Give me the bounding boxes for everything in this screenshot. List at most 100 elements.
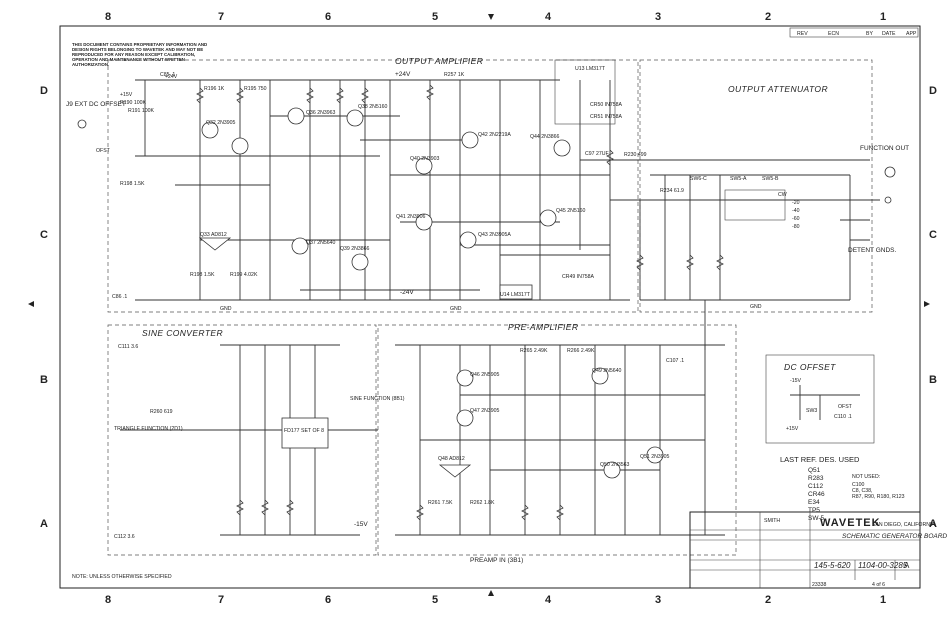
svg-text:B: B (929, 374, 937, 386)
zone-8: 8 (105, 11, 111, 23)
opamp-q48 (438, 464, 472, 478)
gnd-label-2: GND (450, 306, 462, 312)
zone-4: 4 (545, 11, 552, 23)
bottom-note: NOTE: UNLESS OTHERWISE SPECIFIED (72, 574, 172, 580)
supply-p24-label: +24V (395, 71, 411, 78)
svg-text:E34: E34 (808, 499, 820, 506)
svg-text:2: 2 (765, 594, 771, 606)
svg-text:Q39 2N3866: Q39 2N3866 (340, 246, 370, 252)
svg-text:C112: C112 (808, 483, 823, 490)
svg-text:Q46 2N5905: Q46 2N5905 (470, 372, 500, 378)
svg-text:R190 100K: R190 100K (120, 100, 146, 106)
svg-text:7: 7 (218, 594, 224, 606)
svg-text:-60: -60 (792, 216, 800, 222)
ofst-label: OFST (96, 148, 111, 154)
svg-text:R198 1.5K: R198 1.5K (190, 272, 215, 278)
svg-text:C85 .1: C85 .1 (160, 72, 175, 78)
resistor-symbols (196, 84, 724, 521)
zone-6: 6 (325, 11, 331, 23)
last-ref-designators: LAST REF. DES. USED Q51 R283 C112 CR46 E… (780, 455, 905, 522)
svg-text:C97 27UF: C97 27UF (585, 151, 609, 157)
svg-text:A: A (929, 518, 937, 530)
svg-text:CR51 IN758A: CR51 IN758A (590, 114, 623, 120)
output-attenuator-title: OUTPUT ATTENUATOR (728, 84, 828, 94)
supply-p15-label: +15V (120, 92, 133, 98)
svg-text:D: D (929, 85, 937, 97)
svg-text:3: 3 (655, 594, 661, 606)
sine-converter-title: SINE CONVERTER (142, 328, 223, 338)
svg-text:CW: CW (778, 192, 787, 198)
svg-text:-40: -40 (792, 208, 800, 214)
svg-text:5: 5 (432, 594, 438, 606)
svg-text:R260 619: R260 619 (150, 409, 173, 415)
zone-letters: D C B A D C B A (40, 85, 937, 530)
sine-function-label: SINE FUNCTION (8B1) (350, 396, 405, 402)
zone-3: 3 (655, 11, 661, 23)
svg-text:23338: 23338 (812, 582, 827, 588)
svg-text:BY: BY (866, 31, 873, 37)
zone-5: 5 (432, 11, 438, 23)
svg-text:C86 .1: C86 .1 (112, 294, 127, 300)
svg-text:A: A (40, 518, 48, 530)
j9-label: J9 EXT DC OFFSET (66, 101, 126, 108)
zone-7: 7 (218, 11, 224, 23)
preamp-in-label: PREAMP IN (3B1) (470, 557, 523, 564)
supply-n24-label: -24V (400, 289, 414, 296)
svg-text:TP5: TP5 (808, 507, 820, 514)
svg-text:ECN: ECN (828, 31, 839, 37)
svg-text:R265 2.49K: R265 2.49K (520, 348, 548, 354)
transistor-symbols (198, 107, 664, 479)
svg-text:R261 7.5K: R261 7.5K (428, 500, 453, 506)
svg-text:SW-5: SW-5 (808, 515, 825, 522)
wiring-dc-offset (790, 385, 860, 420)
svg-text:Q38 2N5160: Q38 2N5160 (358, 104, 388, 110)
svg-text:Q41 2N3906: Q41 2N3906 (396, 214, 426, 220)
svg-text:SMITH: SMITH (764, 518, 780, 524)
dc-offset-box (765, 354, 875, 444)
svg-text:Q49 2N5640: Q49 2N5640 (592, 368, 622, 374)
part-number: 145-5-620 (814, 561, 851, 570)
svg-text:R191 100K: R191 100K (128, 108, 154, 114)
svg-text:SW5-B: SW5-B (762, 176, 779, 182)
svg-text:Q33 AD812: Q33 AD812 (200, 232, 227, 238)
wiring-sine-converter (120, 344, 378, 536)
component-labels: J9 EXT DC OFFSET FUNCTION OUT TRIANGLE F… (66, 66, 909, 564)
company-name: WAVETEK (820, 517, 881, 529)
svg-text:Q50 2N3563: Q50 2N3563 (600, 462, 630, 468)
wiring-attenuator (639, 174, 870, 301)
svg-text:OFST: OFST (838, 404, 853, 410)
function-out-label: FUNCTION OUT (860, 145, 909, 152)
svg-text:C: C (40, 229, 48, 241)
svg-text:Q40 2N3903: Q40 2N3903 (410, 156, 440, 162)
sine-converter-box (107, 324, 377, 556)
svg-text:Q44 2N3866: Q44 2N3866 (530, 134, 560, 140)
svg-text:R266 2.49K: R266 2.49K (567, 348, 595, 354)
svg-text:REV: REV (797, 31, 808, 37)
svg-text:R198 1.5K: R198 1.5K (120, 181, 145, 187)
detent-gnds-label: DETENT GNDS. (848, 247, 896, 254)
svg-text:4: 4 (545, 594, 552, 606)
sheet-number: 4 of 6 (872, 582, 885, 588)
svg-text:8: 8 (105, 594, 111, 606)
svg-text:R230 499: R230 499 (624, 152, 647, 158)
triangle-function-label: TRIANGLE FUNCTION (2D1) (114, 426, 183, 432)
svg-text:Q48 AD812: Q48 AD812 (438, 456, 465, 462)
svg-text:6: 6 (325, 594, 331, 606)
drawing-number: 1104-00-3285 (858, 561, 908, 570)
svg-text:C112 3.6: C112 3.6 (114, 534, 135, 540)
revision: A (904, 561, 910, 570)
svg-text:FD177 SET OF 8: FD177 SET OF 8 (284, 428, 324, 434)
svg-text:R195 750: R195 750 (244, 86, 267, 92)
output-attenuator-box (639, 59, 873, 313)
svg-text:R87, R90, R180, R123: R87, R90, R180, R123 (852, 494, 905, 500)
last-ref-title: LAST REF. DES. USED (780, 455, 860, 464)
svg-text:-20: -20 (792, 200, 800, 206)
svg-text:C8, C38,: C8, C38, (852, 488, 872, 494)
j9-connector (77, 119, 87, 129)
wiring-pre-amplifier (395, 300, 725, 536)
svg-text:Q51 2N3905: Q51 2N3905 (640, 454, 670, 460)
transistor-q32 (201, 121, 219, 139)
svg-text:SW3: SW3 (806, 408, 817, 414)
